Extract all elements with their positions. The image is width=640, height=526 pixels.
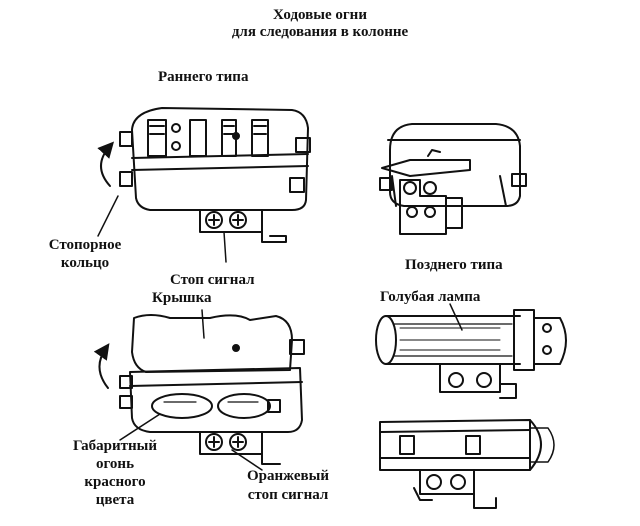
label-marker-light-line-3: красного: [84, 474, 146, 490]
early-lamp-bottom-illustration: [120, 310, 304, 464]
label-orange-stop-line-2: стоп сигнал: [247, 487, 329, 503]
section-label-early: Раннего типа: [158, 69, 249, 85]
label-stop-signal: Стоп сигнал: [170, 272, 255, 288]
lock-ring-pointer-line: [98, 196, 118, 236]
late-lamp-middle-illustration: [376, 304, 566, 398]
label-lock-ring-line-1: Стопорное: [48, 237, 122, 253]
label-marker-light-line-4: цвета: [95, 492, 135, 508]
label-orange-stop-line-1: Оранжевый: [247, 468, 329, 484]
label-blue-lamp: Голубая лампа: [380, 289, 481, 305]
late-lamp-bottom-illustration: [380, 420, 554, 508]
label-cover: Крышка: [152, 290, 212, 306]
label-marker-light-line-2: огонь: [95, 456, 134, 472]
label-lock-ring-line-2: кольцо: [60, 255, 110, 271]
orange-stop-pointer-line: [232, 450, 262, 470]
cover-rotation-arrow: [93, 343, 110, 388]
early-lamp-top-illustration: [120, 108, 310, 262]
page-title-line-2: для следования в колонне: [231, 24, 409, 40]
lock-ring-rotation-arrow: [97, 141, 115, 186]
page-title-line-1: Ходовые огни: [273, 7, 367, 23]
late-lamp-top-illustration: [380, 124, 526, 234]
marker-light-pointer-line: [120, 414, 160, 440]
label-marker-light-line-1: Габаритный: [72, 438, 158, 454]
section-label-late: Позднего типа: [405, 257, 503, 273]
